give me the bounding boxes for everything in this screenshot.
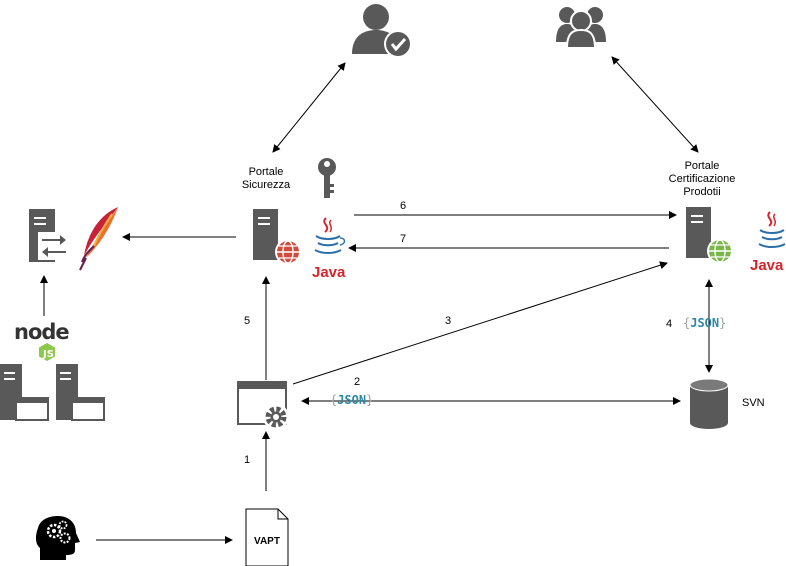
nodejs-hexagon-icon: JS [39,343,55,361]
edge-label-5: 5 [244,315,251,327]
nodejs-logo-text: node [14,320,70,344]
connector-group-certificazione [611,56,699,153]
java-logo-sicurezza [314,217,346,254]
json-badge-4: {JSON} [683,316,727,330]
java-text-certificazione: Java [750,257,784,274]
connector-3 [292,261,668,385]
server-sicurezza-icon [253,209,301,265]
proxy-server-icon [29,209,68,262]
node-server-2-icon [56,364,105,421]
human-head-gears-icon [36,516,80,560]
vapt-document-icon [245,508,289,566]
svg-text:JS: JS [42,349,54,360]
java-logo-certificazione [758,211,786,248]
server-certificazione-icon [686,207,733,264]
json-text-4: JSON [690,316,720,330]
java-text-sicurezza: Java [312,264,346,281]
edge-label-2: 2 [354,376,361,388]
connector-user-sicurezza [272,62,346,153]
edge-label-3: 3 [445,315,452,327]
edge-label-7: 7 [400,233,407,245]
key-icon [318,158,336,198]
edge-label-4: 4 [666,318,673,330]
label-portale-certificazione: Portale Certificazione Prodotii [668,160,736,198]
app-settings-icon [237,381,289,430]
json-badge-2: {JSON} [330,393,374,407]
edge-label-6: 6 [400,200,407,212]
user-group-icon [556,7,606,49]
node-server-1-icon [0,364,49,421]
label-svn: SVN [742,397,765,409]
json-text-2: JSON [337,393,367,407]
verified-user-icon [352,4,412,58]
label-portale-sicurezza: Portale Sicurezza [241,166,291,191]
label-vapt: VAPT [254,536,280,547]
edge-label-1: 1 [244,454,251,466]
apache-feather-icon [79,207,118,271]
svn-database-icon [689,378,729,429]
